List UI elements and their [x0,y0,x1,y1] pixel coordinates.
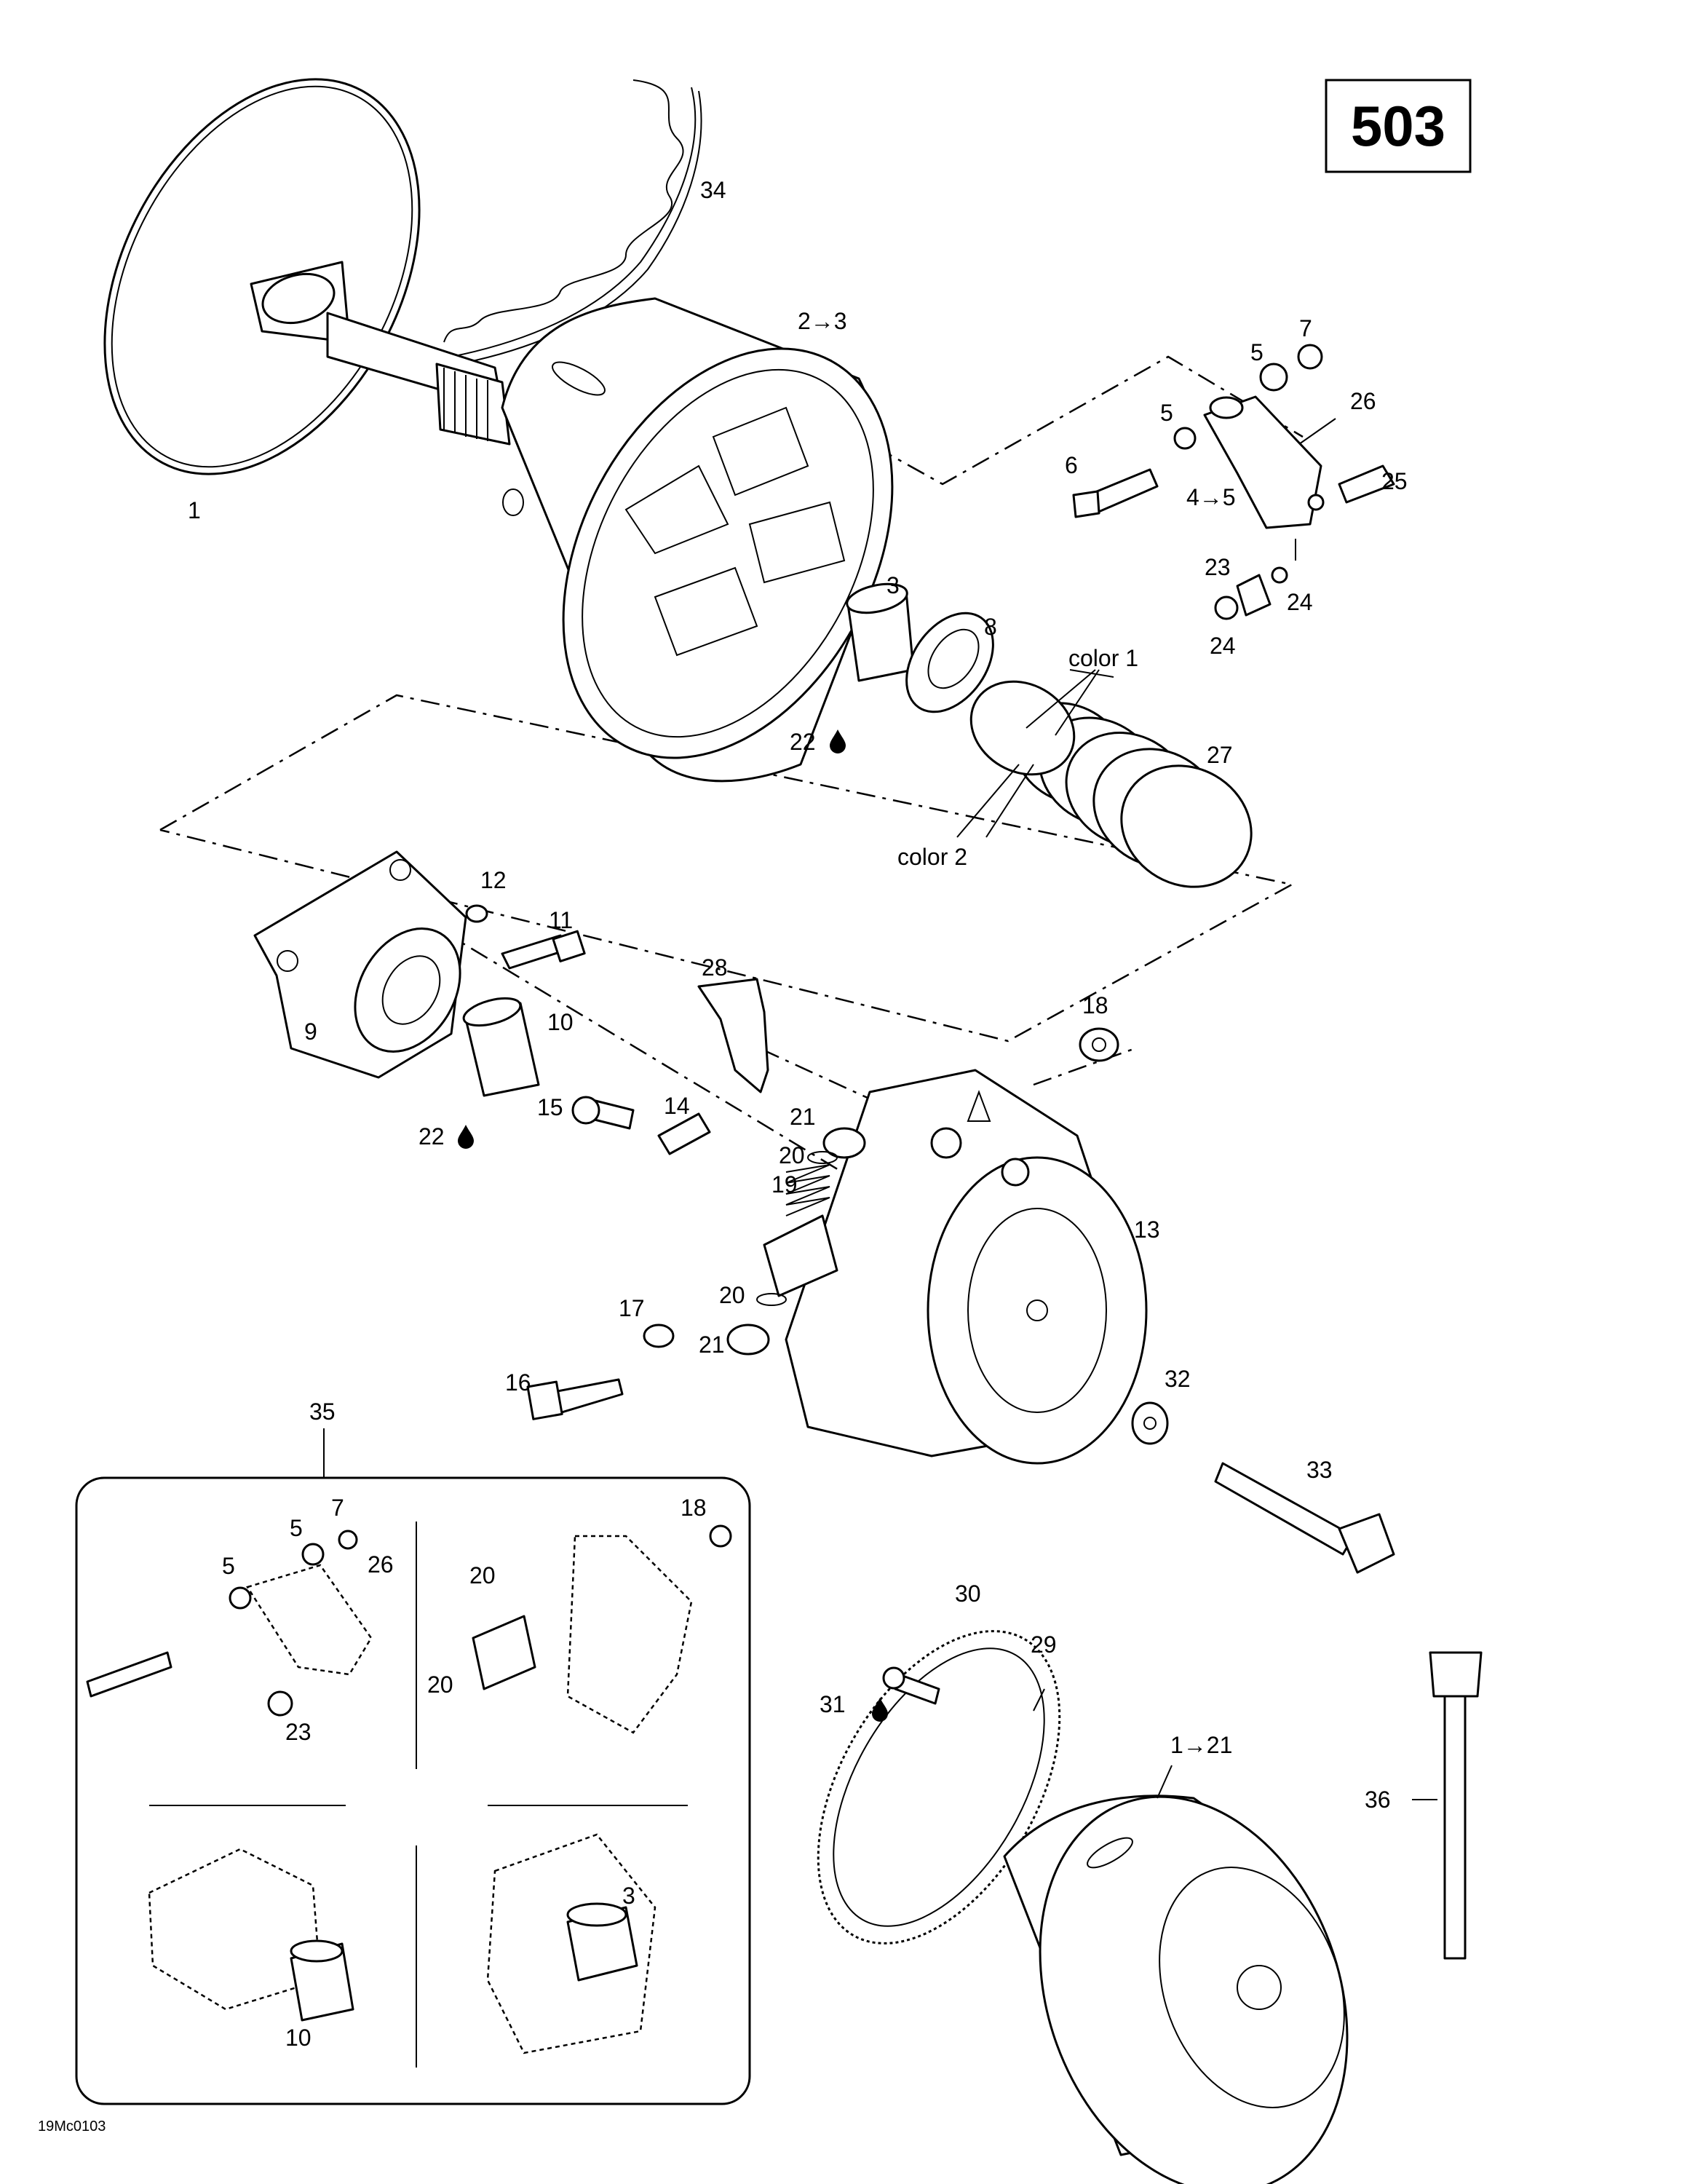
callout-16: 16 [505,1369,531,1396]
washer-32 [1131,1401,1169,1445]
spider [253,850,467,1079]
page-number-box: 503 [1325,79,1472,173]
callout-color-2: color 2 [897,844,967,870]
screw-11 [501,930,586,970]
bolt-33 [1214,1462,1395,1574]
callout-2-3: 2→3 [798,308,847,334]
callout-inset-18: 18 [681,1495,707,1521]
fixed-sheave [103,78,511,475]
screw-30 [882,1666,940,1705]
governor-cup-13 [785,1069,1148,1465]
callout-35: 35 [309,1398,336,1425]
grease-drop-icon [458,1125,474,1149]
page-number: 503 [1351,94,1445,158]
pin-14 [657,1112,711,1155]
bushing-21 [726,1127,866,1356]
callout-4-5: 4→5 [1186,484,1236,510]
leader-lines [1033,669,1437,1800]
movable-sheave [501,297,894,783]
callout-labels: 1 2→3 3 4→5 5 5 6 7 8 9 10 11 12 13 14 1… [188,177,1408,2051]
callout-20a: 20 [779,1142,805,1168]
bolt-16 [526,1378,624,1420]
spring [956,669,1253,888]
grease-drop-icon [830,729,846,753]
callout-3: 3 [886,572,900,598]
callout-32: 32 [1165,1366,1191,1392]
callout-34: 34 [700,177,726,203]
callout-8: 8 [984,614,997,640]
callout-13: 13 [1134,1216,1160,1243]
callout-7: 7 [1299,315,1312,341]
callout-28: 28 [702,954,728,981]
callout-23: 23 [1205,554,1231,580]
callout-inset-7: 7 [331,1495,344,1521]
callout-24b: 24 [1210,633,1236,659]
callout-6: 6 [1065,452,1078,478]
bushing-10 [462,997,540,1097]
cam-28 [697,978,769,1093]
callout-24a: 24 [1287,589,1313,615]
callout-1: 1 [188,497,201,523]
callout-20b: 20 [719,1282,745,1308]
washer-12 [465,904,488,923]
ramp-arm-assembly [1072,344,1395,620]
callout-5b: 5 [1160,400,1173,426]
callout-25: 25 [1381,468,1408,494]
drive-pulley-assembly [1003,1795,1349,2184]
callout-10: 10 [547,1009,574,1035]
callout-inset-10: 10 [285,2025,312,2051]
callout-15: 15 [537,1094,563,1120]
callout-33: 33 [1306,1457,1333,1483]
screw-15 [571,1096,635,1130]
callout-inset-20b: 20 [427,1671,453,1698]
callout-36: 36 [1365,1787,1391,1813]
callout-9: 9 [304,1018,317,1045]
bushing-3 [846,582,915,682]
callout-color-1: color 1 [1068,645,1138,671]
callout-29: 29 [1031,1631,1057,1658]
spring-seat-8 [905,612,994,713]
callout-21a: 21 [790,1104,816,1130]
callout-inset-20a: 20 [469,1562,496,1588]
callout-22b: 22 [418,1123,445,1150]
spring-19 [785,1164,830,1216]
callout-inset-26: 26 [368,1551,394,1578]
callout-inset-3: 3 [622,1883,635,1909]
callout-5a: 5 [1250,339,1264,365]
nut-18 [1079,1027,1119,1062]
callout-1-21: 1→21 [1170,1732,1232,1758]
callout-inset-5b: 5 [222,1553,235,1579]
callout-inset-5a: 5 [290,1515,303,1541]
callout-19: 19 [771,1171,798,1198]
callout-27: 27 [1207,742,1233,768]
roller-arm [763,1214,838,1297]
callout-17: 17 [619,1295,645,1321]
callout-26: 26 [1350,388,1376,414]
callout-22a: 22 [790,729,816,755]
inset-box-35 [75,1428,751,2105]
callout-inset-23: 23 [285,1719,312,1745]
callout-30: 30 [955,1580,981,1607]
callout-21b: 21 [699,1332,725,1358]
o-rings-20 [756,1151,838,1306]
grease-drop-icon [872,1698,888,1722]
bolt-36 [1429,1651,1483,1960]
callout-12: 12 [480,867,507,893]
callout-18: 18 [1082,992,1108,1018]
callout-11: 11 [549,907,573,933]
drawing-code: 19Mc0103 [38,2118,106,2134]
drive-belt [443,79,702,365]
callout-14: 14 [664,1093,690,1119]
callout-31: 31 [820,1691,846,1717]
washer-17 [643,1324,675,1348]
